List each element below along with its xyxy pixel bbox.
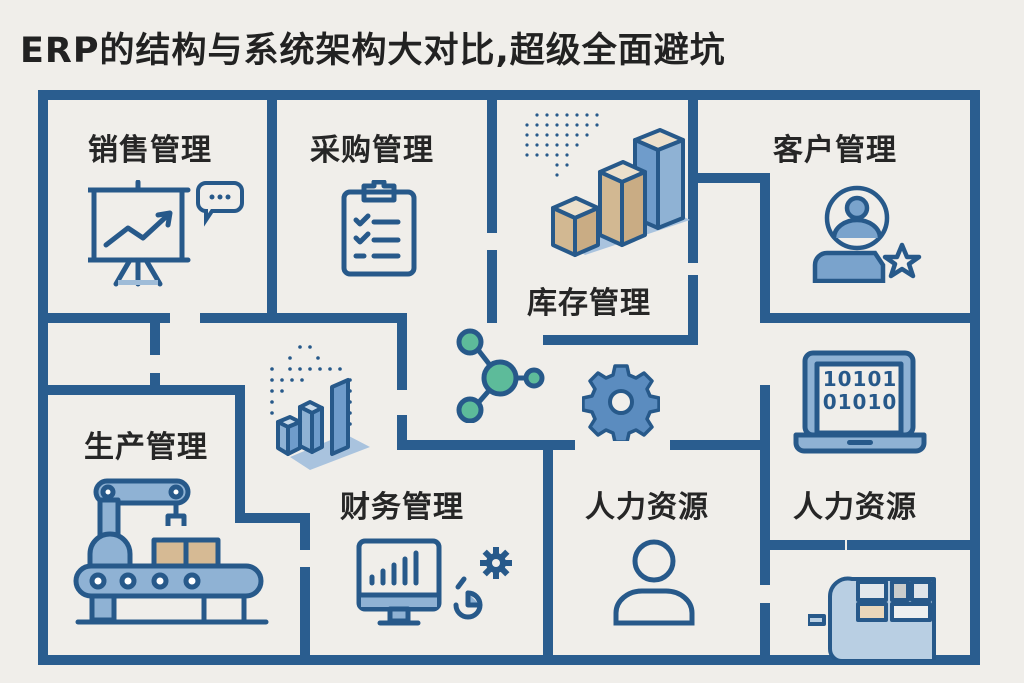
module-label-customer: 客户管理 [773,133,897,168]
page-title: ERP的结构与系统架构大对比,超级全面避坑 [20,31,726,71]
monitor-chart-icon [356,538,512,626]
user-outline-icon [613,539,695,626]
robot-arm-conveyor-icon [73,478,269,625]
module-label-hr-2: 人力资源 [793,490,917,525]
binary-line-1: 10101 [822,367,898,391]
module-label-hr-1: 人力资源 [585,490,709,525]
presentation-chart-icon [88,180,244,287]
isometric-bar-chart-icon [270,345,370,470]
isometric-boxes-chart-icon [525,113,690,257]
module-label-inventory: 库存管理 [527,286,651,321]
module-label-production: 生产管理 [84,430,208,465]
network-nodes-icon [456,328,545,423]
gear-icon [582,364,660,441]
delivery-truck-icon [808,576,936,660]
module-label-sales: 销售管理 [88,133,212,168]
laptop-binary-icon: 10101 01010 [793,350,928,455]
clipboard-checklist-icon [341,180,417,277]
module-label-finance: 财务管理 [340,490,464,525]
module-label-purchase: 采购管理 [310,133,434,168]
user-star-icon [812,185,922,283]
binary-line-2: 01010 [822,390,898,414]
